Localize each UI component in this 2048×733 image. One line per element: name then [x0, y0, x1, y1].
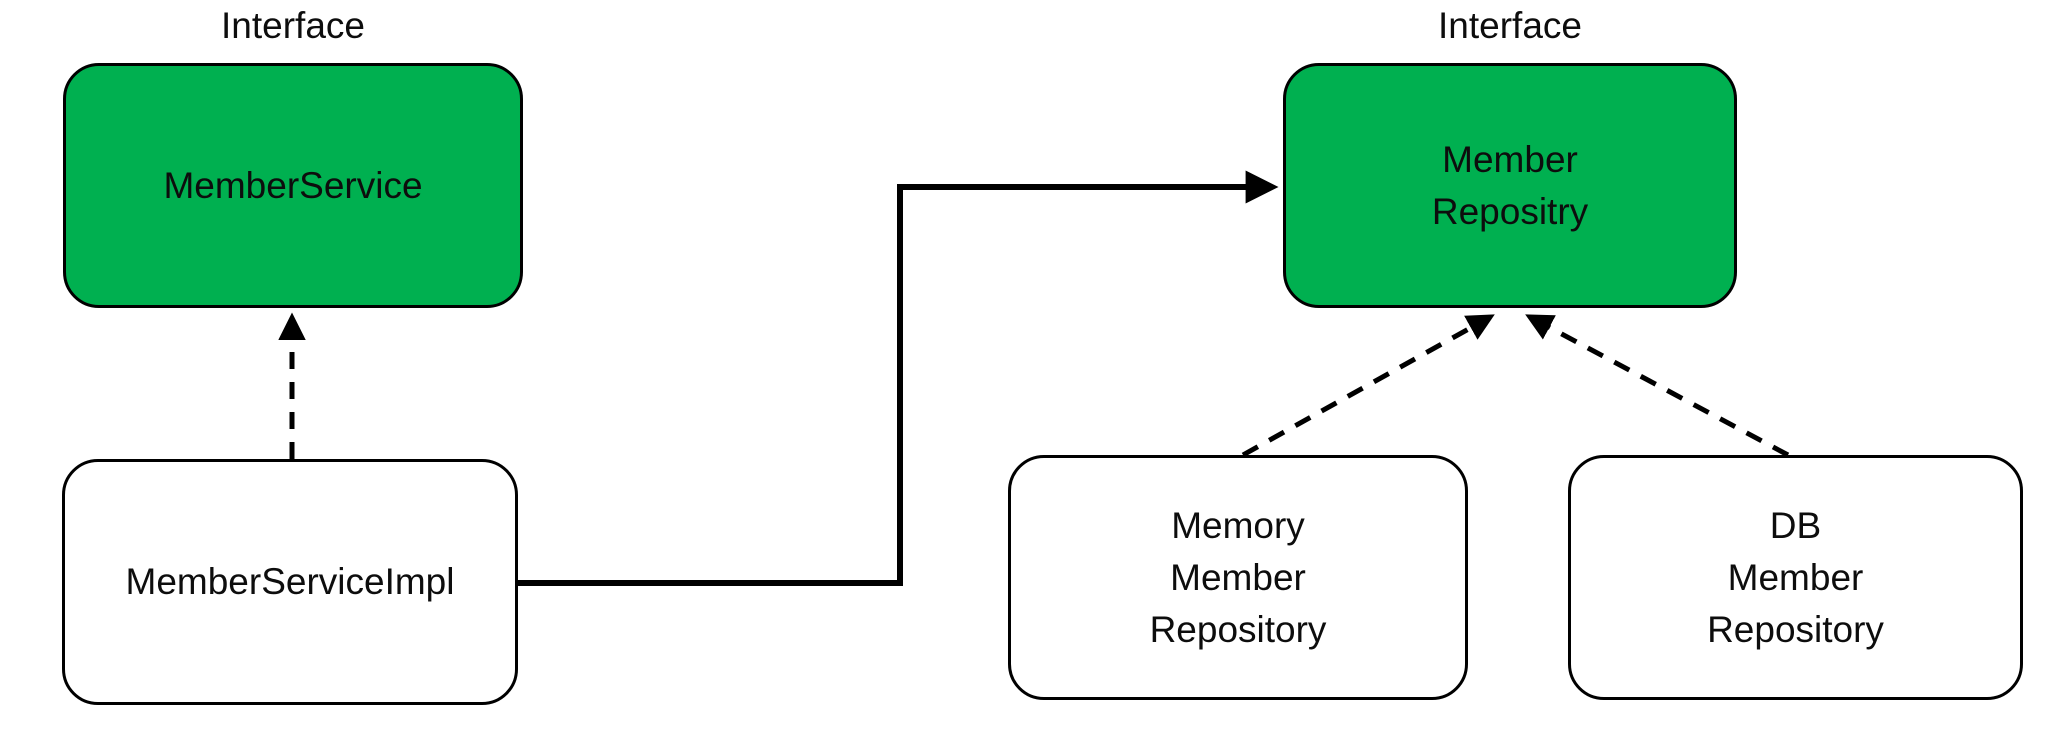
node-label-line: Member — [1727, 556, 1864, 598]
edge-db-repo-to-member-repository-dashed-arrow — [1525, 314, 1790, 458]
node-label-line: Repository — [1707, 608, 1884, 650]
interface-tag-member-service: Interface — [221, 5, 365, 46]
node-label: MemberService — [163, 164, 423, 206]
node-member-repository-interface: Member Repositry — [1283, 63, 1737, 308]
node-label-line: Memory — [1171, 504, 1305, 546]
node-label-line: Repository — [1149, 608, 1327, 650]
node-label-line: Member — [1170, 556, 1306, 598]
node-memory-member-repository: Memory Member Repository — [1008, 455, 1468, 700]
node-label: MemberServiceImpl — [125, 561, 455, 602]
edge-memory-repo-to-member-repository-dashed-arrow — [1241, 314, 1495, 458]
edge-impl-to-member-repository-solid-arrow — [518, 170, 1279, 586]
node-member-service-impl: MemberServiceImpl — [62, 459, 518, 705]
node-db-member-repository: DB Member Repository — [1568, 455, 2023, 700]
interface-tag-member-repository: Interface — [1438, 5, 1582, 46]
node-label-line: Repositry — [1431, 190, 1589, 232]
node-member-service-interface: MemberService — [63, 63, 523, 308]
node-label-line: DB — [1769, 504, 1822, 546]
node-label-line: Member — [1442, 138, 1578, 180]
